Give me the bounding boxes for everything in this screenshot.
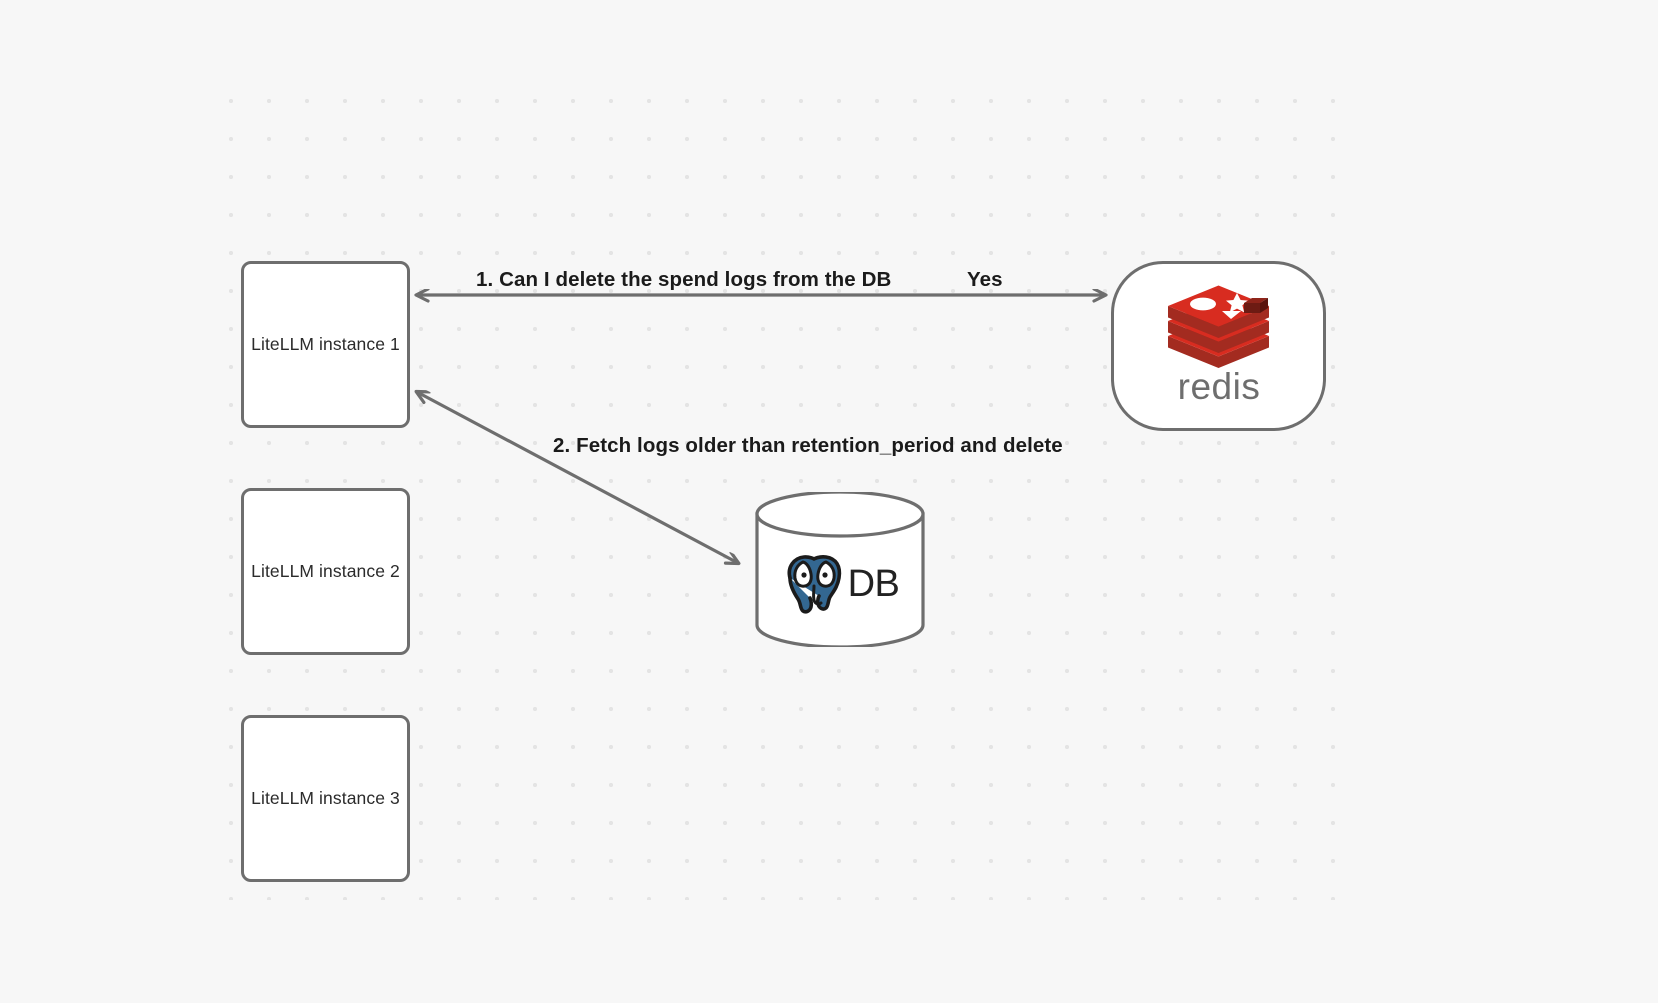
node-litellm-instance-3[interactable]: LiteLLM instance 3 (241, 715, 410, 882)
edge-label-fetch-delete: 2. Fetch logs older than retention_perio… (553, 434, 1063, 457)
edge-litellm1-database (417, 392, 738, 563)
redis-logo: redis (1157, 282, 1281, 407)
redis-stack-icon (1168, 285, 1269, 368)
node-litellm-instance-2-label: LiteLLM instance 2 (251, 561, 400, 581)
node-litellm-instance-3-label: LiteLLM instance 3 (251, 788, 400, 808)
redis-wordmark: redis (1177, 369, 1260, 407)
node-database[interactable]: DB (754, 492, 926, 647)
postgresql-elephant-icon (787, 554, 841, 614)
edge-label-request: 1. Can I delete the spend logs from the … (476, 268, 892, 291)
cylinder-shape (755, 492, 925, 647)
edge-label-reply-yes: Yes (967, 268, 1003, 291)
node-litellm-instance-1-label: LiteLLM instance 1 (251, 334, 400, 354)
svg-text:redis: redis (1177, 369, 1260, 407)
node-litellm-instance-1[interactable]: LiteLLM instance 1 (241, 261, 410, 428)
database-logo-row: DB (754, 492, 926, 647)
database-label: DB (847, 562, 900, 605)
node-litellm-instance-2[interactable]: LiteLLM instance 2 (241, 488, 410, 655)
node-redis[interactable]: redis (1111, 261, 1326, 431)
